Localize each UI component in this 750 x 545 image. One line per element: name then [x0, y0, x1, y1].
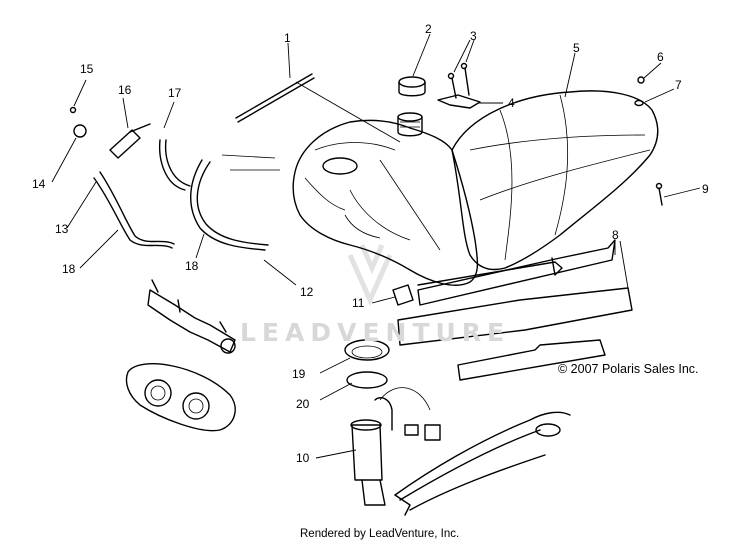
fasteners — [634, 76, 663, 206]
seat — [451, 90, 659, 271]
callout-2: 2 — [425, 22, 432, 36]
throttle-body — [125, 363, 236, 432]
callout-19: 19 — [292, 367, 306, 381]
fuel-hoses — [93, 139, 269, 251]
callout-11: 11 — [352, 296, 365, 310]
vent-lines — [221, 154, 280, 171]
callout-12: 12 — [300, 285, 314, 299]
copyright-text: © 2007 Polaris Sales Inc. — [558, 362, 699, 376]
callout-20: 20 — [296, 397, 310, 411]
fuel-tank — [292, 119, 479, 286]
callout-1: 1 — [284, 31, 291, 45]
fuel-rail — [147, 279, 236, 354]
callout-16: 16 — [118, 83, 132, 97]
screws — [447, 62, 470, 99]
callout-17: 17 — [168, 86, 182, 100]
callout-13: 13 — [55, 222, 69, 236]
callout-8: 8 — [612, 228, 619, 242]
heat-shields — [397, 239, 633, 381]
callout-5: 5 — [573, 41, 580, 55]
bracket — [437, 94, 481, 109]
callout-3: 3 — [470, 29, 477, 43]
leader-lines — [51, 33, 701, 459]
vent-tube — [235, 73, 315, 123]
callout-7: 7 — [675, 78, 682, 92]
callout-15: 15 — [80, 62, 94, 76]
fuel-cap — [398, 76, 426, 97]
callout-18b: 18 — [185, 259, 199, 273]
pad — [392, 284, 414, 306]
watermark-logo — [347, 244, 393, 307]
callout-18a: 18 — [62, 262, 76, 276]
footer-text: Rendered by LeadVenture, Inc. — [300, 528, 460, 540]
callout-10: 10 — [296, 451, 310, 465]
filler-neck — [397, 112, 423, 137]
callout-9: 9 — [702, 182, 709, 196]
callout-6: 6 — [657, 50, 664, 64]
callout-4: 4 — [508, 96, 515, 110]
callout-14: 14 — [32, 177, 46, 191]
callouts: 1 2 3 4 5 6 7 8 9 10 11 12 13 14 15 16 1… — [32, 22, 709, 465]
lock-ring-inner — [351, 345, 383, 359]
watermark-text: LEADVENTURE — [240, 318, 511, 347]
fuel-pump — [350, 387, 571, 516]
seal — [346, 371, 388, 389]
lock-ring — [344, 339, 390, 361]
fuel-filter — [69, 106, 151, 159]
